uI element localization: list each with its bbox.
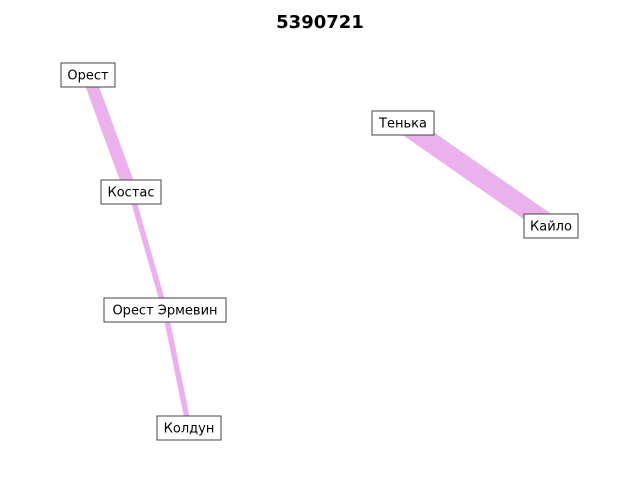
node-orest-ermevin: Орест Эрмевин [103,297,227,323]
edge-orest-ermevin-koldun [162,309,192,429]
node-box [156,415,222,441]
node-label: Костас [107,186,154,201]
node-box [103,297,227,323]
node-box [371,110,435,136]
node-box [60,62,116,88]
diagram-title: 5390721 [276,12,364,33]
edge-tenka-kaylo [397,114,557,235]
node-box [523,213,579,239]
node-box [100,179,162,205]
node-koldun: Колдун [156,415,222,441]
node-label: Орест [67,69,109,84]
node-orest: Орест [60,62,116,88]
edge-kostas-orest-ermevin [128,191,168,311]
node-tenka: Тенька [371,110,435,136]
node-label: Орест Эрмевин [112,304,217,319]
edge-orest-kostas [81,72,138,195]
node-kaylo: Кайло [523,213,579,239]
node-label: Кайло [530,220,572,235]
node-label: Тенька [378,117,427,132]
node-kostas: Костас [100,179,162,205]
node-label: Колдун [164,422,215,437]
edges-layer [81,72,557,429]
